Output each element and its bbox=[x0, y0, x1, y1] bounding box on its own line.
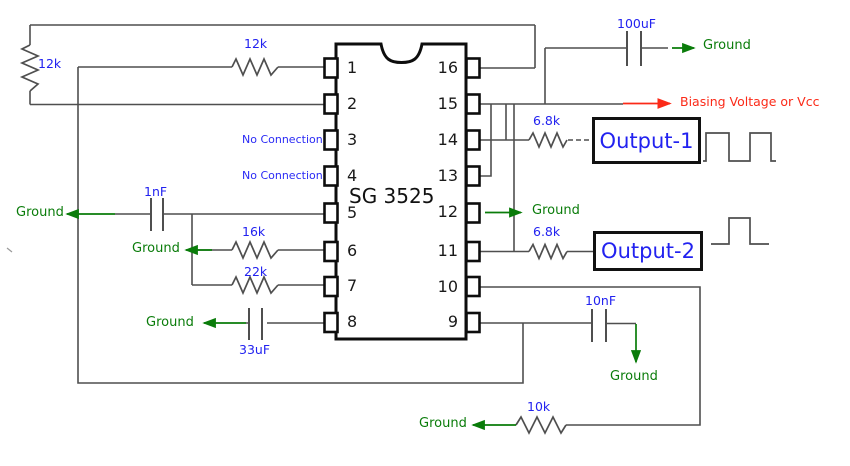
resistor-16k bbox=[231, 239, 279, 261]
pin-box-2 bbox=[323, 93, 339, 115]
label-resistor-6k8-output2: 6.8k bbox=[533, 224, 561, 239]
pin-7-label: 7 bbox=[347, 276, 358, 295]
pin-box-10 bbox=[465, 275, 481, 298]
pin-1-label: 1 bbox=[347, 58, 358, 77]
pin-13-label: 13 bbox=[437, 166, 458, 185]
ground-label-16k: Ground bbox=[132, 241, 180, 256]
pin-10-label: 10 bbox=[437, 277, 458, 296]
pin-box-4 bbox=[323, 165, 339, 187]
ground-label-10k: Ground bbox=[419, 416, 467, 431]
resistor-12k-left bbox=[19, 44, 41, 92]
pin-3-label: 3 bbox=[347, 130, 358, 149]
capacitor-10nf bbox=[591, 309, 607, 342]
pin-box-14 bbox=[465, 129, 481, 151]
capacitor-1nf bbox=[150, 198, 164, 231]
pulse-wave-output2-icon bbox=[711, 217, 769, 245]
wire-pin10 bbox=[479, 286, 701, 426]
label-capacitor-10nf: 10nF bbox=[585, 293, 617, 308]
ground-label-10nf: Ground bbox=[610, 369, 658, 384]
label-resistor-6k8-output1: 6.8k bbox=[533, 113, 561, 128]
resistors bbox=[19, 44, 568, 435]
square-wave-output1-icon bbox=[703, 132, 776, 162]
ground-label-33uf: Ground bbox=[146, 315, 194, 330]
label-capacitor-1nf: 1nF bbox=[144, 184, 168, 199]
pin-12-label: 12 bbox=[437, 202, 458, 221]
ic-name-label: SG 3525 bbox=[349, 184, 435, 208]
resistor-6k8-output1 bbox=[528, 130, 568, 150]
wire-pin9 bbox=[479, 322, 636, 325]
pin-15-label: 15 bbox=[437, 94, 458, 113]
label-resistor-22k: 22k bbox=[244, 264, 268, 279]
pin-box-7 bbox=[323, 275, 339, 298]
pin-box-1 bbox=[323, 57, 339, 79]
wire-pin13 bbox=[479, 104, 492, 177]
ic-body bbox=[334, 42, 468, 341]
waveforms bbox=[703, 132, 776, 245]
wire-vref-cap bbox=[544, 47, 668, 104]
pin-box-11 bbox=[465, 240, 481, 263]
pin-9-label: 9 bbox=[447, 312, 458, 331]
pin-box-3 bbox=[323, 129, 339, 151]
pin-box-6 bbox=[323, 240, 339, 263]
capacitor-100uf bbox=[626, 31, 642, 66]
stray-mark bbox=[6, 247, 13, 253]
resistor-6k8-output2 bbox=[528, 242, 568, 261]
pin-16-label: 16 bbox=[437, 58, 458, 77]
wire-pin2 bbox=[29, 25, 325, 106]
pin-box-8 bbox=[323, 311, 339, 334]
ground-label-pin12: Ground bbox=[532, 203, 580, 218]
output-1-box: Output-1 bbox=[592, 117, 701, 164]
pin-box-12 bbox=[465, 202, 481, 224]
label-resistor-12k-left: 12k bbox=[38, 56, 62, 71]
pin-8-label: 8 bbox=[347, 312, 358, 331]
wire-bottom-loop bbox=[77, 67, 524, 384]
ground-label-pin5: Ground bbox=[16, 205, 64, 220]
output-1-label: Output-1 bbox=[599, 128, 694, 153]
pin-box-5 bbox=[323, 202, 339, 224]
label-no-connection-pin4: No Connection bbox=[242, 169, 323, 182]
pin-box-15 bbox=[465, 93, 481, 115]
capacitor-33uf bbox=[248, 308, 263, 340]
ground-label-100uf: Ground bbox=[703, 38, 751, 53]
pin-2-label: 2 bbox=[347, 94, 358, 113]
label-resistor-16k: 16k bbox=[242, 224, 266, 239]
capacitors bbox=[150, 31, 642, 342]
pin-box-16 bbox=[465, 57, 481, 79]
wire-pin16 bbox=[479, 25, 536, 69]
pin-14-label: 14 bbox=[437, 130, 458, 149]
ground-arrows bbox=[65, 42, 696, 431]
output-2-box: Output-2 bbox=[593, 231, 703, 271]
label-resistor-10k: 10k bbox=[527, 399, 551, 414]
resistor-10k bbox=[515, 415, 567, 435]
pin-box-9 bbox=[465, 311, 481, 334]
ic-pin-boxes bbox=[323, 57, 481, 334]
resistor-22k bbox=[231, 274, 279, 296]
pin-4-label: 4 bbox=[347, 166, 358, 185]
output-2-label: Output-2 bbox=[601, 239, 695, 263]
resistor-12k-pin1 bbox=[231, 56, 279, 78]
label-capacitor-100uf: 100uF bbox=[617, 16, 656, 31]
pin-6-label: 6 bbox=[347, 241, 358, 260]
vcc-label: Biasing Voltage or Vcc bbox=[680, 94, 820, 109]
pin-box-13 bbox=[465, 165, 481, 187]
label-capacitor-33uf: 33uF bbox=[239, 342, 271, 357]
pin-11-label: 11 bbox=[437, 241, 458, 260]
label-resistor-12k-pin1: 12k bbox=[244, 36, 268, 51]
label-no-connection-pin3: No Connection bbox=[242, 133, 323, 146]
pin-5-label: 5 bbox=[347, 203, 358, 222]
